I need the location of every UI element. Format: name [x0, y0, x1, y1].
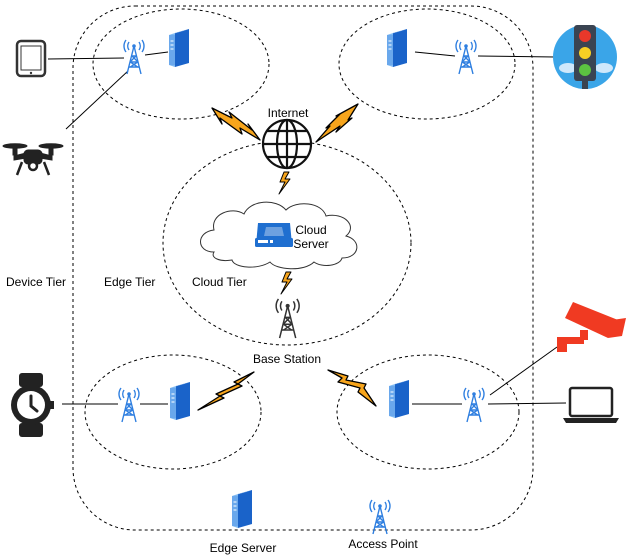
tablet-icon [15, 39, 47, 78]
connection-lines [47, 51, 567, 405]
lightning-icon [197, 371, 255, 411]
lightning-icon [280, 271, 293, 295]
cloud-tier-label: Cloud Tier [192, 275, 247, 289]
lightning-icon [278, 171, 291, 195]
edge-server-icon [168, 28, 190, 68]
cloud-server-icon [200, 201, 358, 270]
edge-server-legend-icon [231, 489, 253, 529]
drone-icon [2, 143, 64, 176]
access-point-icon [123, 39, 145, 75]
laptop-icon [563, 386, 619, 423]
globe-icon [261, 118, 313, 170]
edge-cluster-top-right [338, 8, 516, 120]
access-point-icon [463, 387, 485, 423]
edge-tier-label: Edge Tier [104, 275, 156, 289]
access-point-icon [455, 39, 477, 75]
edge-region-boundary [72, 5, 534, 531]
access-point-legend-label: Access Point [348, 537, 418, 551]
edge-cluster-top-left [92, 8, 270, 120]
internet-label: Internet [267, 106, 309, 120]
edge-server-icon [386, 28, 408, 68]
lightning-icon [327, 369, 377, 407]
traffic-light-icon [553, 25, 617, 89]
edge-server-legend-label: Edge Server [209, 541, 277, 555]
edge-server-icon [388, 379, 410, 419]
device-tier-label: Device Tier [6, 275, 67, 289]
access-point-legend-icon [369, 499, 391, 535]
edge-cluster-bottom-left [84, 354, 262, 470]
smartwatch-icon [11, 373, 54, 437]
base-station-label: Base Station [252, 352, 322, 366]
cloud-tier-region [162, 140, 412, 346]
lightning-icon [315, 103, 359, 143]
edge-cluster-bottom-right [336, 354, 520, 470]
cell-tower-icon [275, 298, 300, 339]
lightning-icon [211, 107, 261, 141]
cloud-server-label-line1: Cloud [295, 223, 327, 237]
security-camera-icon [557, 302, 626, 352]
edge-server-icon [169, 381, 191, 421]
access-point-icon [118, 387, 140, 423]
cloud-server-label-line2: Server [293, 237, 329, 251]
